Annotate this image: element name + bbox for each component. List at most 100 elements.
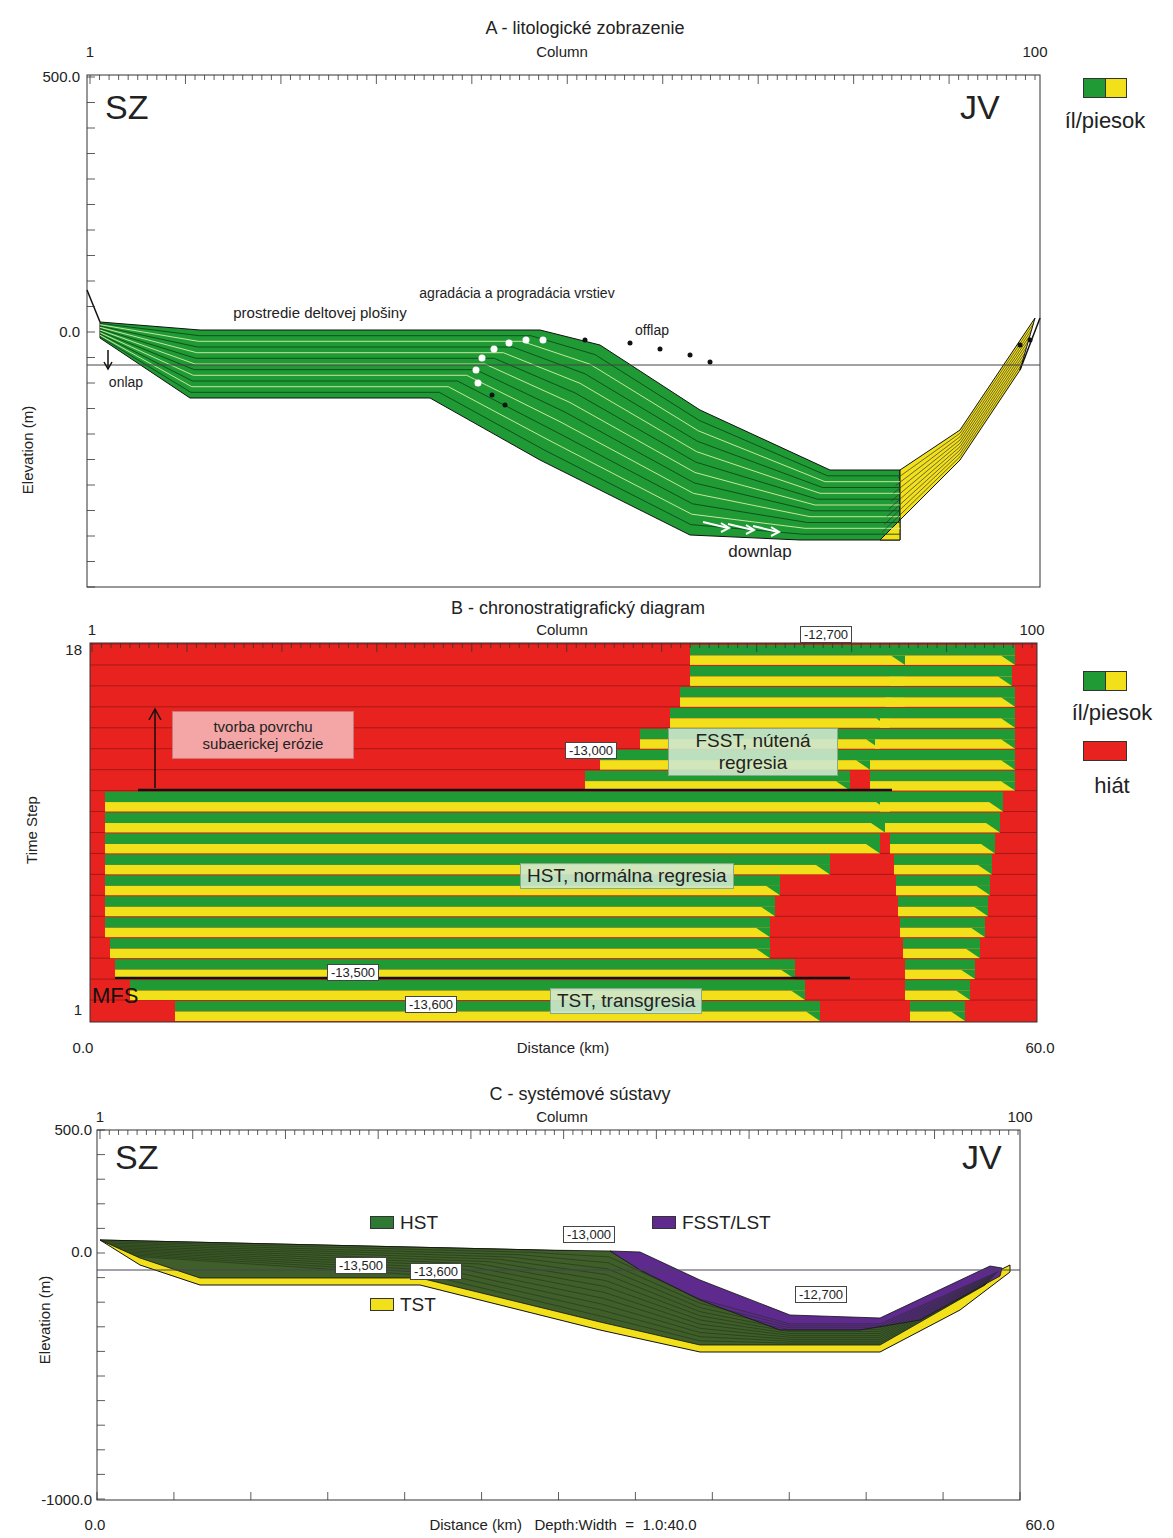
tick xyxy=(971,1130,972,1135)
tick xyxy=(528,643,529,648)
layer-band xyxy=(690,645,905,655)
tick xyxy=(146,1130,147,1135)
age-tag: -13,600 xyxy=(410,1263,462,1280)
layer-line xyxy=(889,347,1027,509)
tick xyxy=(87,383,95,384)
tick xyxy=(519,75,520,80)
tick xyxy=(766,643,767,648)
tick xyxy=(700,75,701,80)
layer-band xyxy=(175,1012,820,1021)
tick xyxy=(300,75,301,80)
tick xyxy=(844,75,845,80)
layer-line xyxy=(100,337,900,535)
tick xyxy=(823,1130,824,1135)
layer-line xyxy=(100,331,900,511)
legend-swatch xyxy=(1083,671,1127,691)
box-text: tvorba povrchu subaerickej erózie xyxy=(181,718,345,752)
tick xyxy=(510,75,511,80)
layer-band xyxy=(974,907,988,916)
tick xyxy=(261,75,262,80)
text-label: 0.0 xyxy=(71,1243,92,1260)
tick xyxy=(313,1130,314,1135)
tick xyxy=(97,1277,105,1278)
tick xyxy=(653,75,654,80)
text-label: agradácia a progradácia vrstiev xyxy=(417,285,617,301)
tick xyxy=(87,204,95,205)
tick xyxy=(174,1130,175,1135)
tick xyxy=(285,1130,286,1139)
text-label: 100 xyxy=(1007,1108,1032,1125)
layer-line xyxy=(110,1245,996,1328)
tick xyxy=(825,75,826,80)
text-label: 60.0 xyxy=(1025,1039,1054,1056)
text-label: C - systémové sústavy xyxy=(489,1084,670,1105)
layer-band xyxy=(105,844,880,853)
tick xyxy=(1013,643,1014,648)
tick xyxy=(156,75,157,80)
tick xyxy=(624,75,625,80)
tick xyxy=(424,75,425,80)
tick xyxy=(87,459,95,460)
layer-band xyxy=(891,655,905,664)
tick xyxy=(120,643,121,648)
tick xyxy=(368,1130,369,1135)
tick xyxy=(576,643,577,648)
tick xyxy=(87,230,95,231)
layer-band xyxy=(896,886,990,895)
tick xyxy=(424,1130,425,1135)
tick xyxy=(591,1130,592,1135)
tick xyxy=(729,75,730,80)
tick xyxy=(147,75,148,80)
tick xyxy=(558,1492,559,1500)
tick xyxy=(173,1492,174,1500)
tick xyxy=(359,1130,360,1135)
tick xyxy=(832,643,833,648)
layer-line xyxy=(133,1255,987,1341)
layer-band xyxy=(105,813,885,823)
tick xyxy=(684,1130,685,1135)
text-label: Column xyxy=(536,1108,588,1125)
tick xyxy=(214,75,215,80)
tick xyxy=(834,75,835,80)
tick xyxy=(395,75,396,80)
tick xyxy=(866,1492,867,1500)
tick xyxy=(642,643,643,648)
tick xyxy=(712,1130,713,1135)
tick xyxy=(652,643,653,648)
tick xyxy=(137,1130,138,1135)
layer-band xyxy=(880,802,1003,811)
tick xyxy=(110,643,111,648)
box-text: -13,600 xyxy=(414,1264,458,1279)
layer-band xyxy=(1001,760,1015,769)
tick xyxy=(97,1228,105,1229)
layer-band xyxy=(105,802,890,811)
tick xyxy=(690,643,691,648)
tick xyxy=(87,408,95,409)
tick xyxy=(897,1130,898,1135)
systems-tract-box: FSST, nútená regresia xyxy=(668,728,838,776)
layer-band xyxy=(105,907,775,916)
tick xyxy=(97,1253,105,1254)
tick xyxy=(794,643,795,648)
tick xyxy=(710,75,711,80)
tick xyxy=(443,75,444,80)
tick xyxy=(87,102,95,103)
age-tag: -12,700 xyxy=(795,1286,847,1303)
tick xyxy=(128,75,129,80)
layer-band xyxy=(816,865,830,874)
systems-tract-box: TST, transgresia xyxy=(550,988,702,1014)
layer-band xyxy=(900,917,985,927)
tick xyxy=(87,536,95,537)
tick xyxy=(681,75,682,80)
layer-band xyxy=(866,844,880,853)
tick xyxy=(276,1130,277,1135)
text-label: A - litologické zobrazenie xyxy=(485,18,684,39)
tick xyxy=(509,643,510,648)
layer-band xyxy=(690,676,905,685)
tick xyxy=(87,255,95,256)
tick xyxy=(327,1492,328,1500)
box-text: -13,600 xyxy=(409,997,453,1012)
layer-band xyxy=(910,1012,965,1021)
layer-band xyxy=(989,802,1003,811)
tick xyxy=(665,1130,666,1135)
